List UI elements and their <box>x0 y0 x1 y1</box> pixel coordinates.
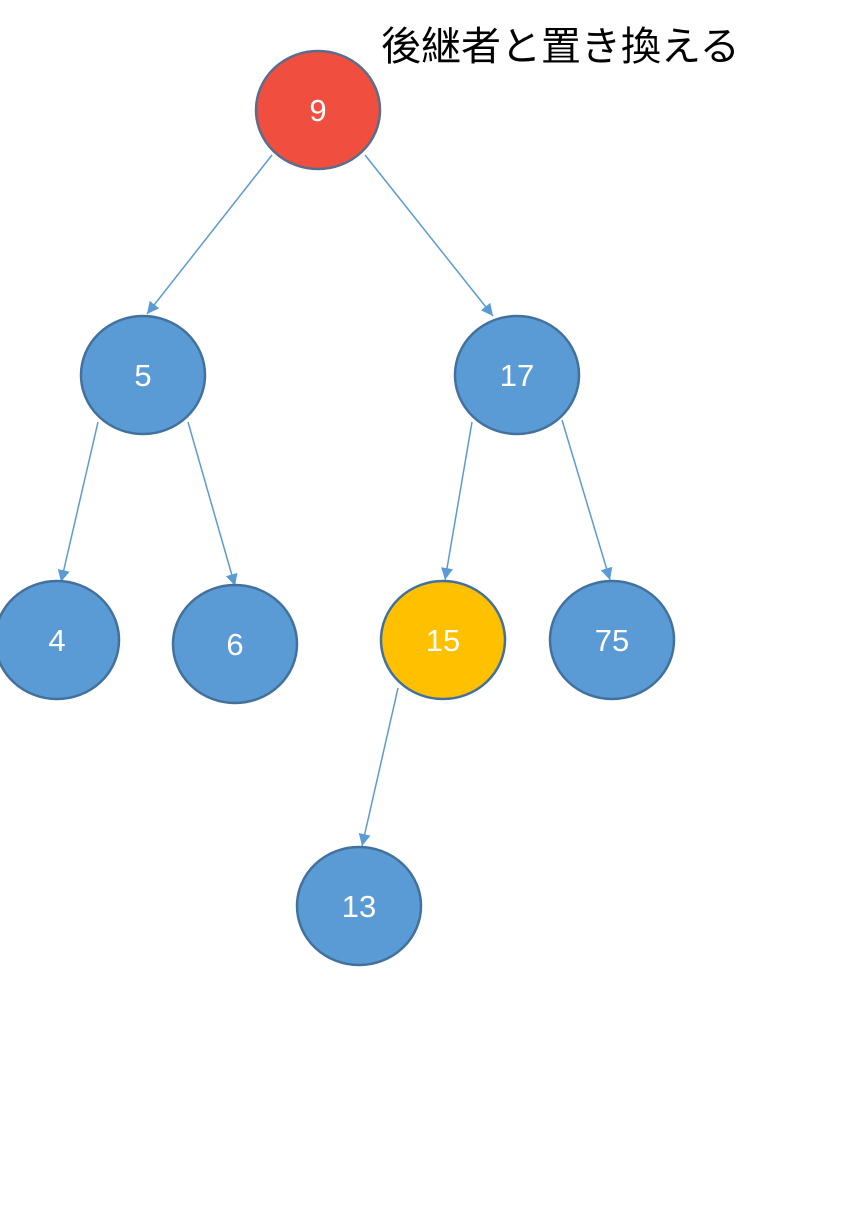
edge-9-to-17 <box>364 154 494 317</box>
tree-nodes: 9 5 17 4 6 15 75 13 <box>0 49 676 967</box>
edge-9-to-5 <box>146 154 273 315</box>
tree-node-5: 5 <box>79 314 207 436</box>
node-label-75: 75 <box>595 623 629 658</box>
node-label-9: 9 <box>309 93 326 128</box>
tree-edges <box>57 154 613 847</box>
node-circle-4 <box>0 579 121 701</box>
node-label-6: 6 <box>226 627 243 662</box>
node-circle-5 <box>79 314 207 436</box>
tree-node-9: 9 <box>254 49 382 171</box>
node-label-15: 15 <box>426 623 460 658</box>
tree-node-17: 17 <box>453 314 581 436</box>
edge-17-to-15 <box>441 421 473 581</box>
edge-5-to-6 <box>187 421 238 587</box>
edge-17-to-75 <box>561 419 613 581</box>
diagram-caption: 後継者と置き換える <box>381 24 740 70</box>
edge-5-to-4 <box>57 421 99 583</box>
node-label-4: 4 <box>48 623 65 658</box>
node-circle-6 <box>171 583 299 705</box>
node-circle-13 <box>295 845 423 967</box>
node-circle-75 <box>548 579 676 701</box>
node-circle-15 <box>379 579 507 701</box>
tree-node-6: 6 <box>171 583 299 705</box>
edge-15-to-13 <box>358 687 399 847</box>
tree-node-4: 4 <box>0 579 121 701</box>
node-circle-17 <box>453 314 581 436</box>
tree-node-15: 15 <box>379 579 507 701</box>
tree-node-13: 13 <box>295 845 423 967</box>
tree-node-75: 75 <box>548 579 676 701</box>
node-label-5: 5 <box>134 358 151 393</box>
node-label-13: 13 <box>342 889 376 924</box>
node-circle-9 <box>254 49 382 171</box>
node-label-17: 17 <box>500 358 534 393</box>
